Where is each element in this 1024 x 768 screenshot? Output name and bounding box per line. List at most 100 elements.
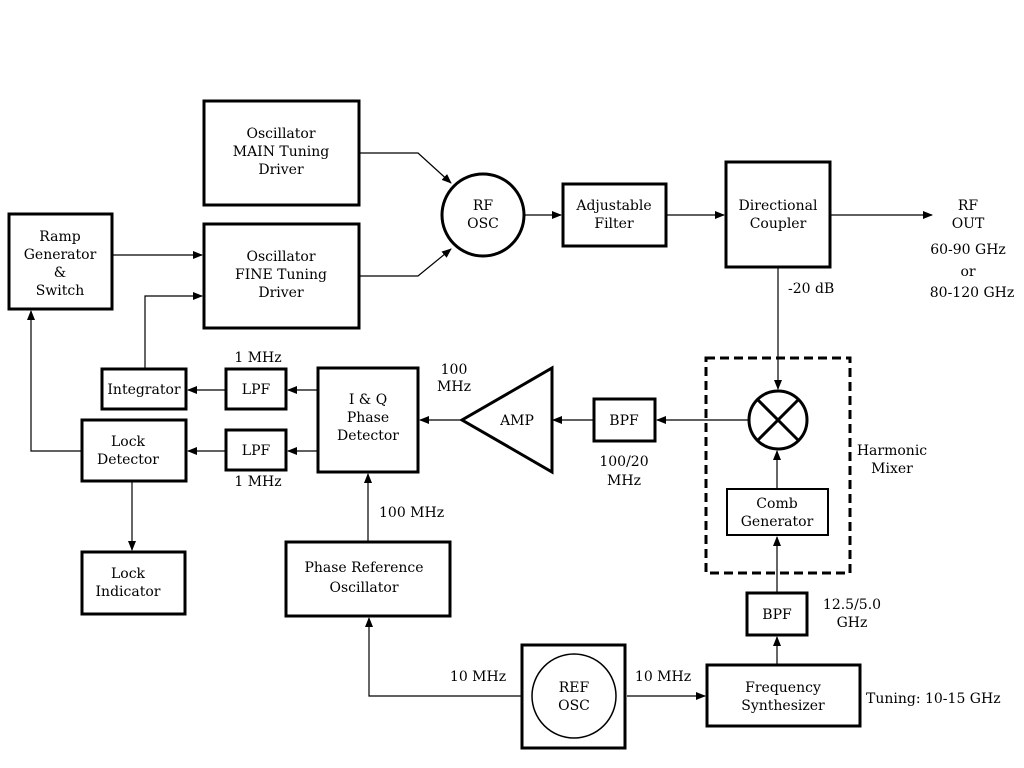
ref-10-left-label: 10 MHz [450, 669, 506, 685]
if-freq-1: 100 [441, 362, 468, 378]
mixer-cross-b [756, 398, 800, 442]
phase-ref-label-2: Oscillator [329, 580, 398, 596]
rf-oscillator: RF OSC [440, 172, 526, 258]
reference-oscillator: REF OSC [520, 643, 627, 750]
ref-osc-label-2: OSC [558, 698, 590, 714]
comb-label-1: Comb [756, 496, 797, 512]
osc-fine-label-2: FINE Tuning [235, 267, 327, 283]
ramp-label-4: Switch [36, 283, 85, 299]
rf-osc-label-2: OSC [467, 216, 499, 232]
coupling-label: -20 dB [788, 281, 834, 297]
amp-label: AMP [499, 413, 534, 429]
lpf-lower-freq: 1 MHz [234, 474, 281, 490]
freq-range-1: 60-90 GHz [930, 242, 1006, 258]
ramp-label-2: Generator [24, 247, 97, 263]
lpf-lower-label: LPF [242, 443, 271, 459]
wire-integrator-to-fine [144, 292, 203, 368]
lock-indicator-label-1: Lock [111, 566, 146, 582]
bpf-if-label: BPF [609, 413, 639, 429]
ref-osc-label-1: REF [559, 680, 590, 696]
wire-refosc-to-phaseref [365, 617, 521, 697]
ramp-label-1: Ramp [39, 229, 80, 245]
rf-out-label-1: RF [958, 198, 979, 214]
phase-detector-label-1: I & Q [349, 392, 387, 408]
coupler-label-1: Directional [739, 198, 818, 214]
lpf-upper: LPF [224, 367, 288, 411]
if-freq-2: MHz [437, 379, 471, 395]
phase-detector-label-3: Detector [337, 428, 399, 444]
signal-wires [27, 152, 933, 700]
osc-main-label-1: Oscillator [246, 126, 315, 142]
harmonic-mixer-enclosure [704, 356, 852, 575]
lock-indicator-label-2: Indicator [96, 584, 161, 600]
synth-label-2: Synthesizer [741, 698, 825, 714]
rf-osc-label-1: RF [473, 198, 494, 214]
integrator: Integrator [100, 367, 188, 411]
osc-main-label-2: MAIN Tuning [233, 144, 330, 160]
annotations: RF OUT 60-90 GHz or 80-120 GHz -20 dB Harmo… [234, 198, 1014, 707]
mixer [747, 389, 809, 451]
synth-label-1: Frequency [745, 680, 821, 696]
freq-range-3: 80-120 GHz [930, 285, 1015, 301]
amplifier: AMP [459, 365, 554, 475]
osc-fine-label-3: Driver [258, 285, 304, 301]
bpf-lo-label: BPF [762, 607, 792, 623]
lock-detector-label-1: Lock [111, 434, 146, 450]
coupler-label-2: Coupler [750, 216, 807, 232]
wire-lockdet-to-ramp [27, 310, 82, 452]
rf-out-label-2: OUT [952, 216, 985, 232]
integrator-label: Integrator [107, 382, 181, 398]
phase-detector-label-2: Phase [347, 410, 389, 426]
phase-ref-label-1: Phase Reference [304, 560, 423, 576]
osc-main-label-3: Driver [258, 162, 304, 178]
lpf-upper-label: LPF [242, 382, 271, 398]
freq-range-2: or [960, 264, 975, 280]
adj-filter-label-2: Filter [594, 216, 634, 232]
lock-detector-label-2: Detector [97, 452, 159, 468]
comb-label-2: Generator [741, 514, 814, 530]
harmonic-mixer-label-2: Mixer [871, 461, 913, 477]
ramp-label-3: & [54, 265, 66, 281]
wire-fine-to-rfosc [360, 248, 452, 277]
lpf-upper-freq: 1 MHz [234, 350, 281, 366]
bpf-if: BPF [592, 397, 657, 443]
lpf-lower: LPF [224, 428, 288, 472]
osc-fine-label-1: Oscillator [246, 249, 315, 265]
harmonic-mixer-label-1: Harmonic [857, 443, 927, 459]
bpf-if-freq-1: 100/20 [599, 454, 648, 470]
bpf-if-freq-2: MHz [607, 473, 641, 489]
bpf-lo: BPF [745, 591, 809, 637]
wire-main-to-rfosc [360, 152, 452, 184]
ref-100-label: 100 MHz [379, 505, 444, 521]
